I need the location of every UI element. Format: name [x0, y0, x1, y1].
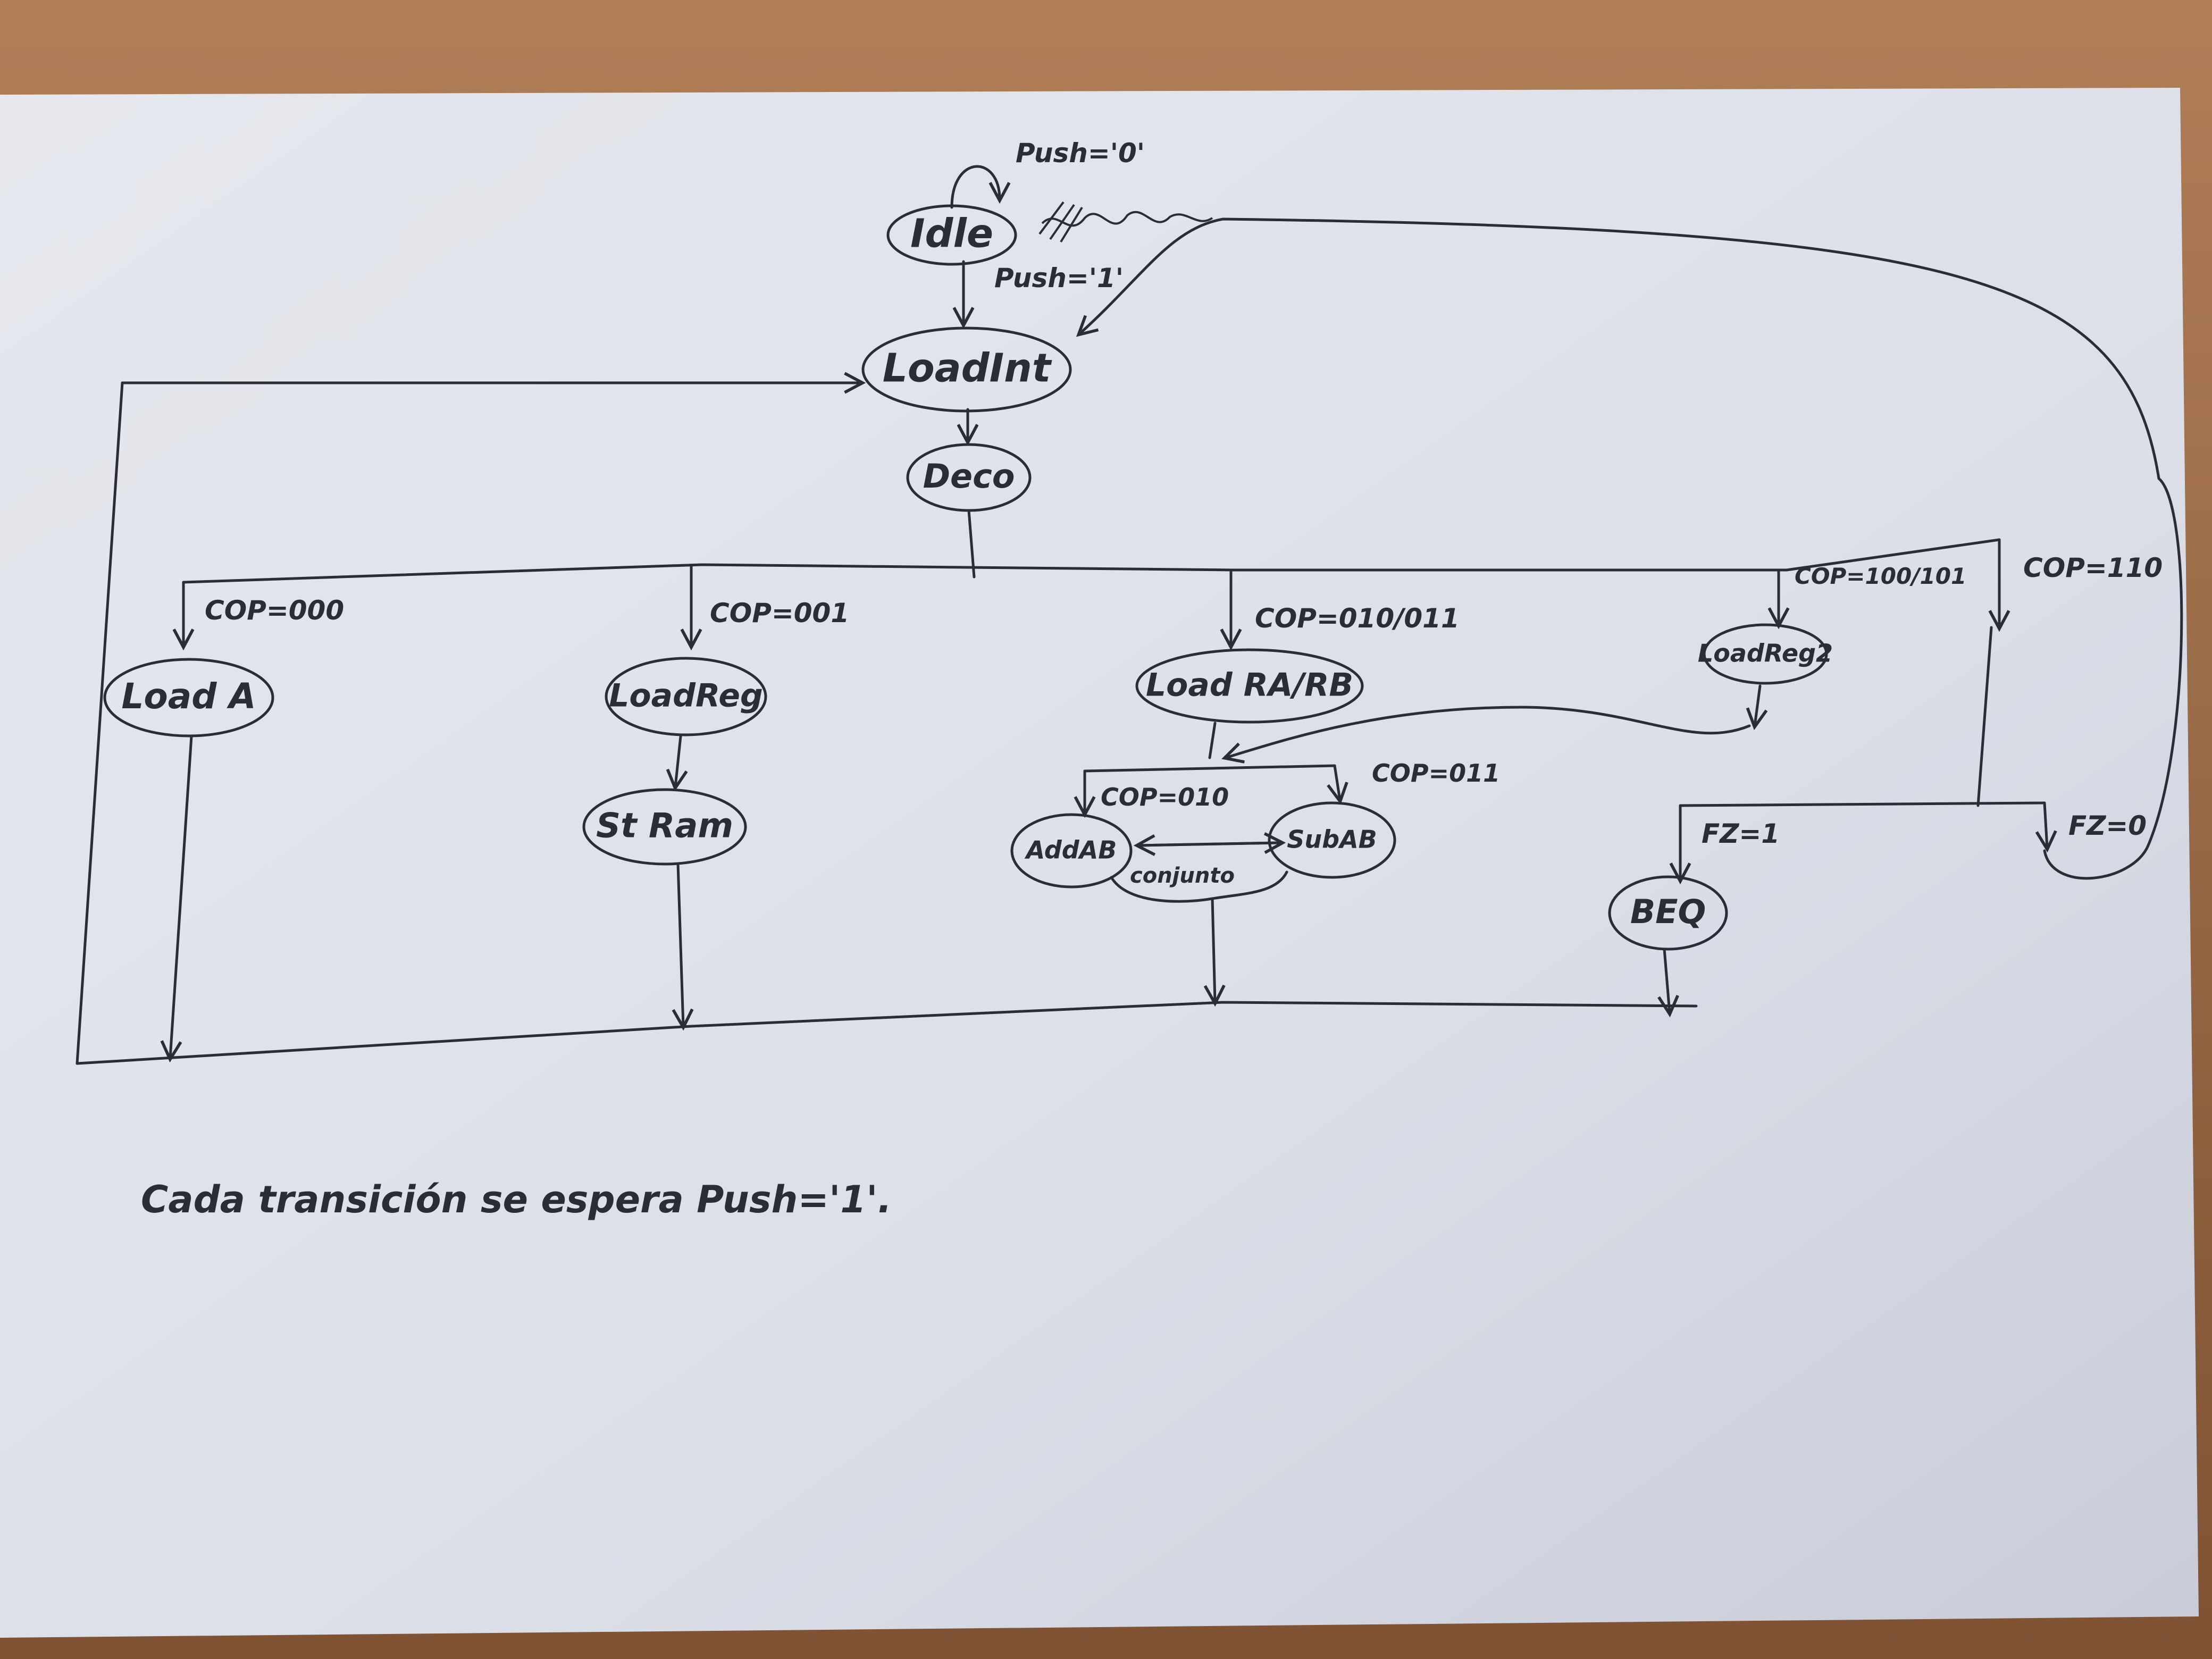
state-deco-label: Deco	[923, 457, 1015, 496]
state-sub-ab-label: SubAB	[1287, 825, 1377, 854]
cond-cop-001: COP=001	[710, 598, 849, 629]
state-idle-label: Idle	[910, 211, 993, 257]
state-st-ram-label: St Ram	[596, 807, 733, 846]
state-deco: Deco	[906, 443, 1032, 512]
cond-cop-010-011: COP=010/011	[1255, 603, 1460, 634]
transition-labels: Push='0' Push='1' COP=000 COP=001 COP=01…	[205, 138, 2163, 888]
cond-push-0: Push='0'	[1016, 138, 1145, 169]
state-load-ra-rb-label: Load RA/RB	[1146, 667, 1353, 704]
state-load-ra-rb: Load RA/RB	[1135, 648, 1364, 724]
state-add-ab-label: AddAB	[1025, 836, 1117, 865]
state-load-a: Load A	[103, 658, 274, 738]
state-load-int-label: LoadInt	[883, 346, 1052, 391]
state-st-ram: St Ram	[582, 788, 747, 866]
cond-cop-011: COP=011	[1372, 759, 1500, 787]
handwritten-note: Cada transición se espera Push='1'.	[141, 1178, 892, 1221]
state-load-a-label: Load A	[121, 676, 256, 717]
cond-push-1: Push='1'	[994, 263, 1124, 294]
state-load-reg-label: LoadReg	[609, 677, 763, 715]
crossed-out-scribble	[1038, 201, 1213, 243]
paper-sheet	[0, 88, 2199, 1638]
state-sub-ab: SubAB	[1268, 801, 1396, 879]
cond-fz-1: FZ=1	[1702, 818, 1780, 849]
state-load-reg2: LoadReg2	[1698, 623, 1833, 685]
cond-cop-010: COP=010	[1101, 783, 1229, 811]
cond-conjunto: conjunto	[1130, 864, 1235, 888]
add-sub-bracket	[1110, 870, 1288, 903]
state-load-int: LoadInt	[861, 326, 1072, 413]
state-beq: BEQ	[1608, 875, 1728, 951]
cond-cop-000: COP=000	[205, 595, 344, 626]
cond-cop-110: COP=110	[2023, 552, 2163, 583]
state-add-ab: AddAB	[1010, 813, 1133, 889]
cond-fz-0: FZ=0	[2068, 810, 2147, 841]
cond-cop-100-101: COP=100/101	[1795, 563, 1966, 589]
transition-lines	[76, 165, 2183, 1065]
state-beq-label: BEQ	[1630, 892, 1706, 931]
state-idle: Idle	[886, 204, 1017, 266]
state-load-reg: LoadReg	[605, 657, 767, 736]
state-load-reg2-label: LoadReg2	[1698, 639, 1833, 668]
